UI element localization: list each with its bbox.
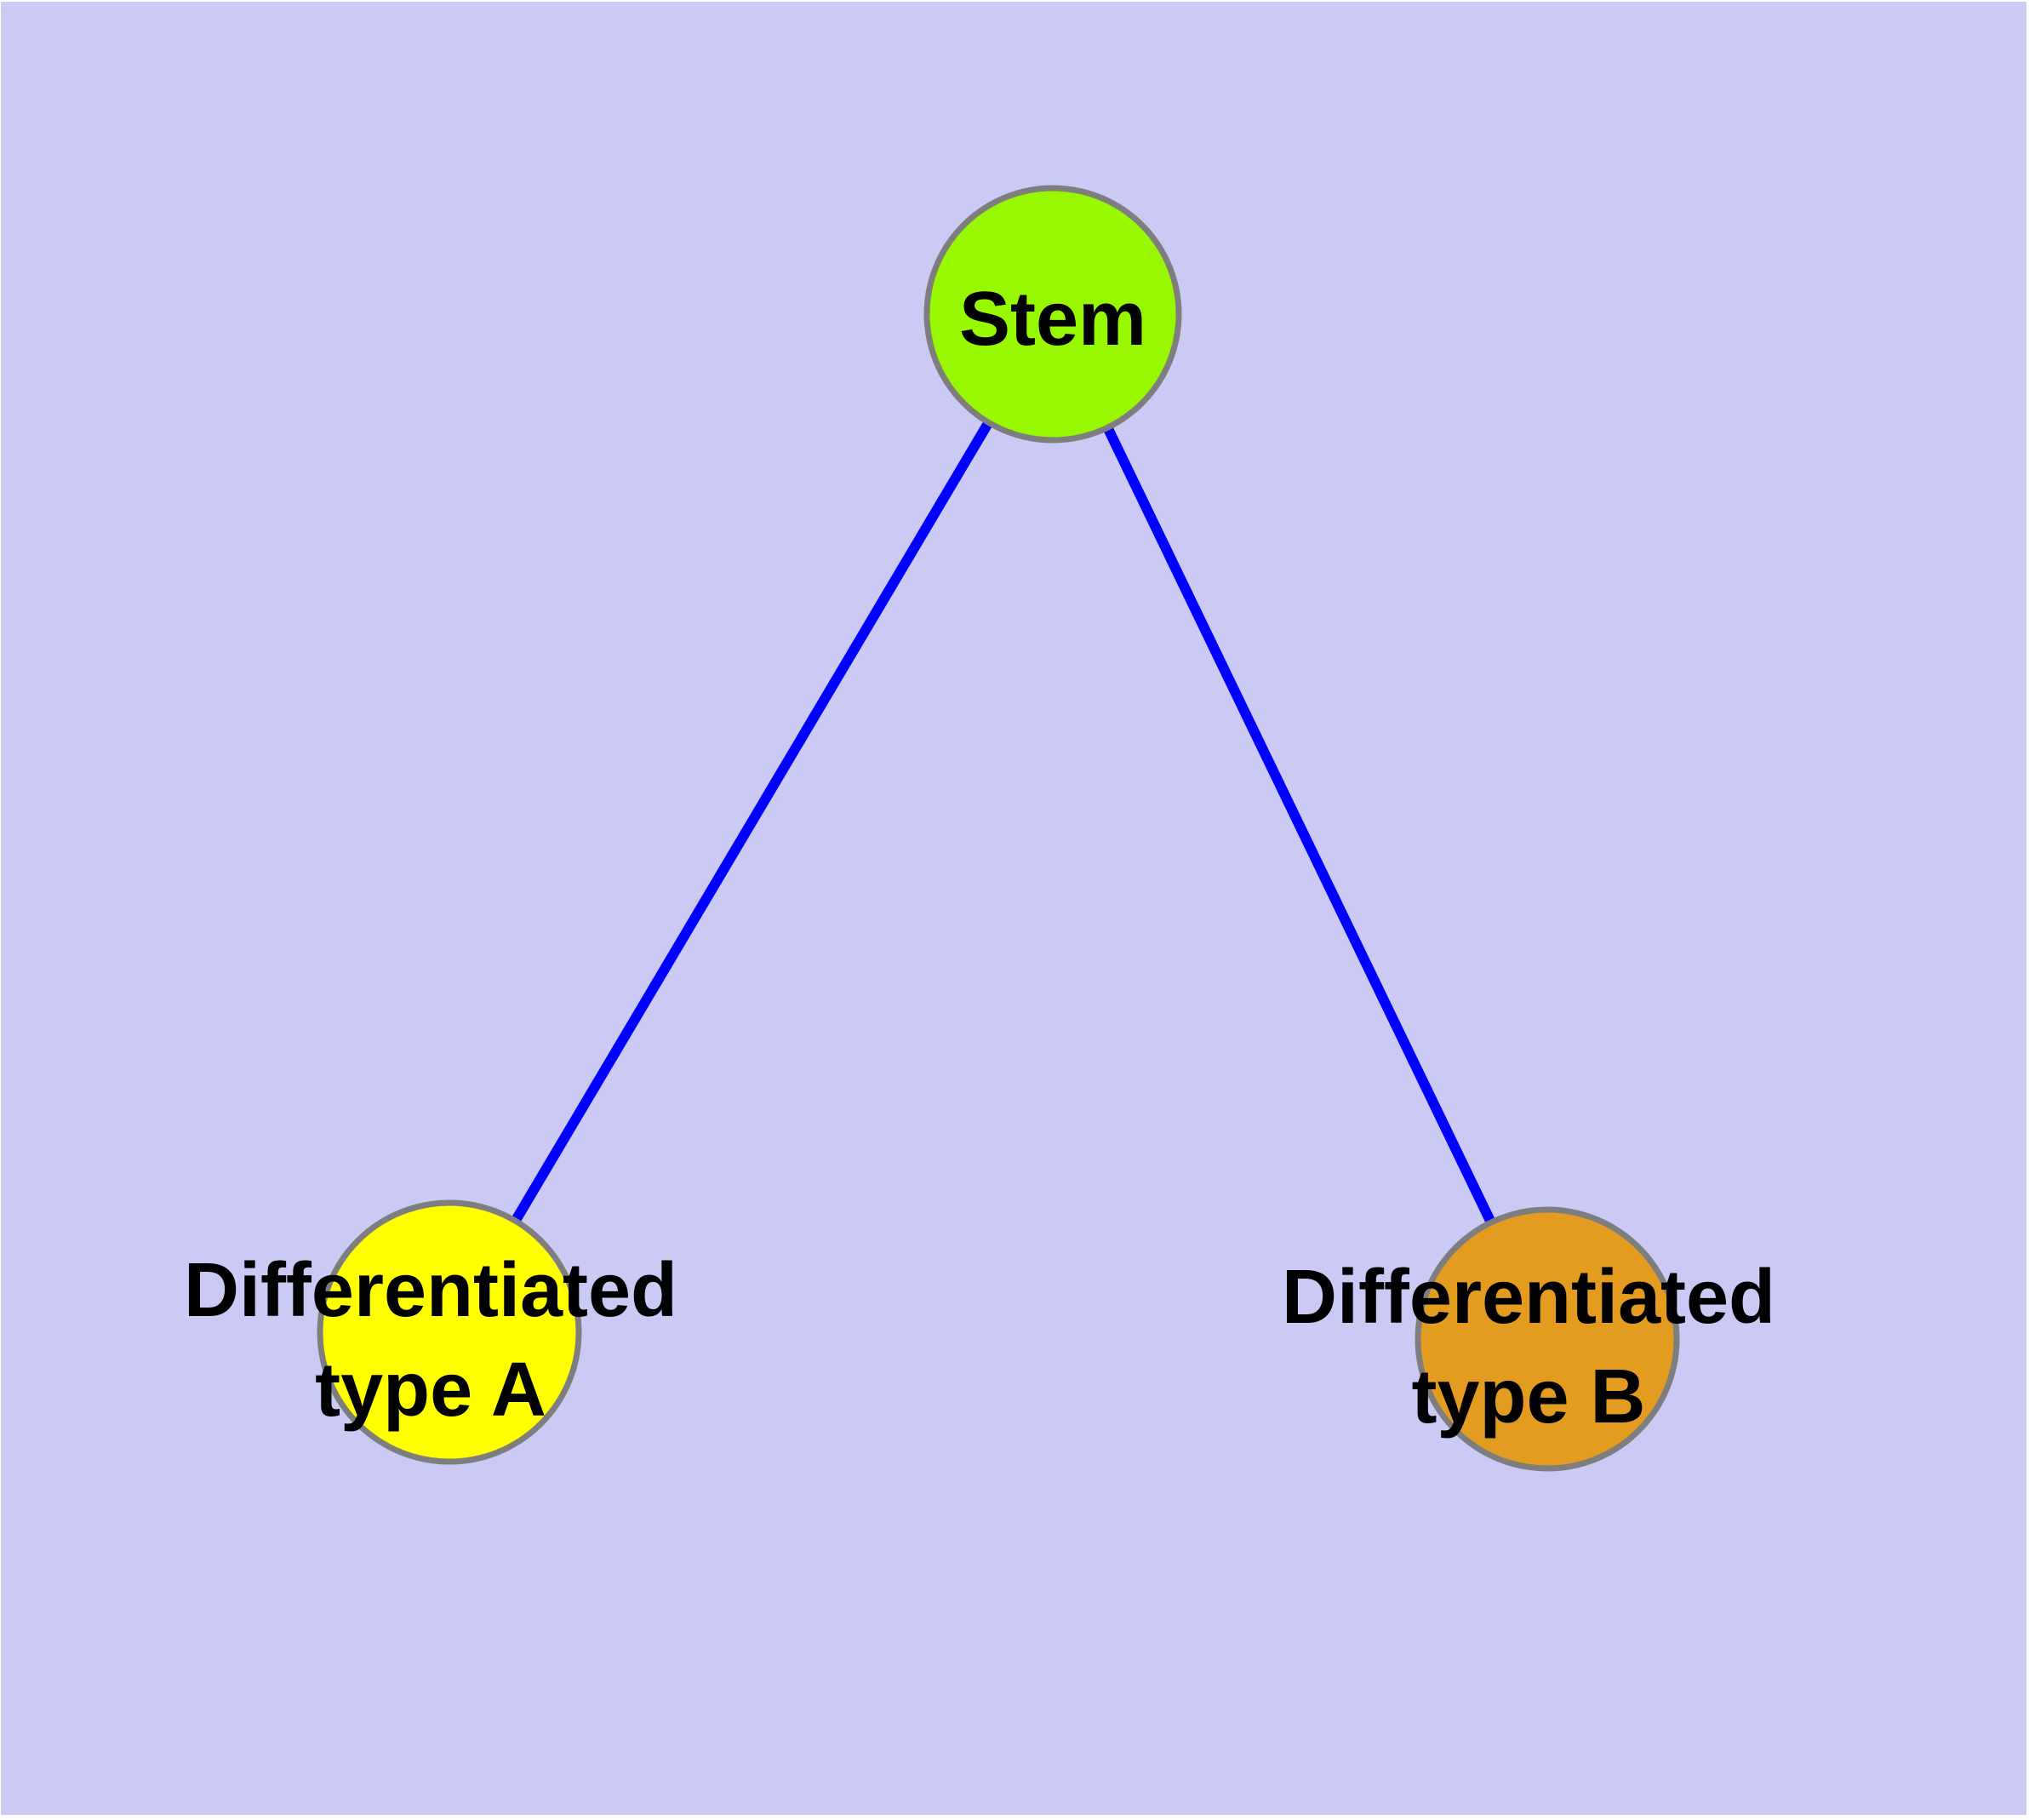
node-differentiated-type-a-label-line2: type A [315, 1348, 546, 1433]
node-differentiated-type-a-label-line1: Differentiated [184, 1248, 677, 1333]
node-differentiated-type-b-circle [1415, 1206, 1680, 1472]
node-differentiated-type-a-circle [317, 1199, 582, 1465]
node-differentiated-type-b-label-line2: type B [1411, 1354, 1645, 1439]
node-stem: Stem [923, 185, 1182, 444]
node-differentiated-type-b-label-line1: Differentiated [1282, 1255, 1775, 1340]
node-differentiated-type-a: Differentiated type A [184, 1199, 677, 1465]
node-stem-label: Stem [959, 277, 1146, 362]
edge-stem-to-type-b [1048, 312, 1552, 1342]
node-differentiated-type-b: Differentiated type B [1282, 1206, 1775, 1472]
edge-group [444, 311, 1552, 1342]
node-stem-circle [923, 185, 1182, 444]
edge-stem-to-type-a [444, 311, 1058, 1336]
